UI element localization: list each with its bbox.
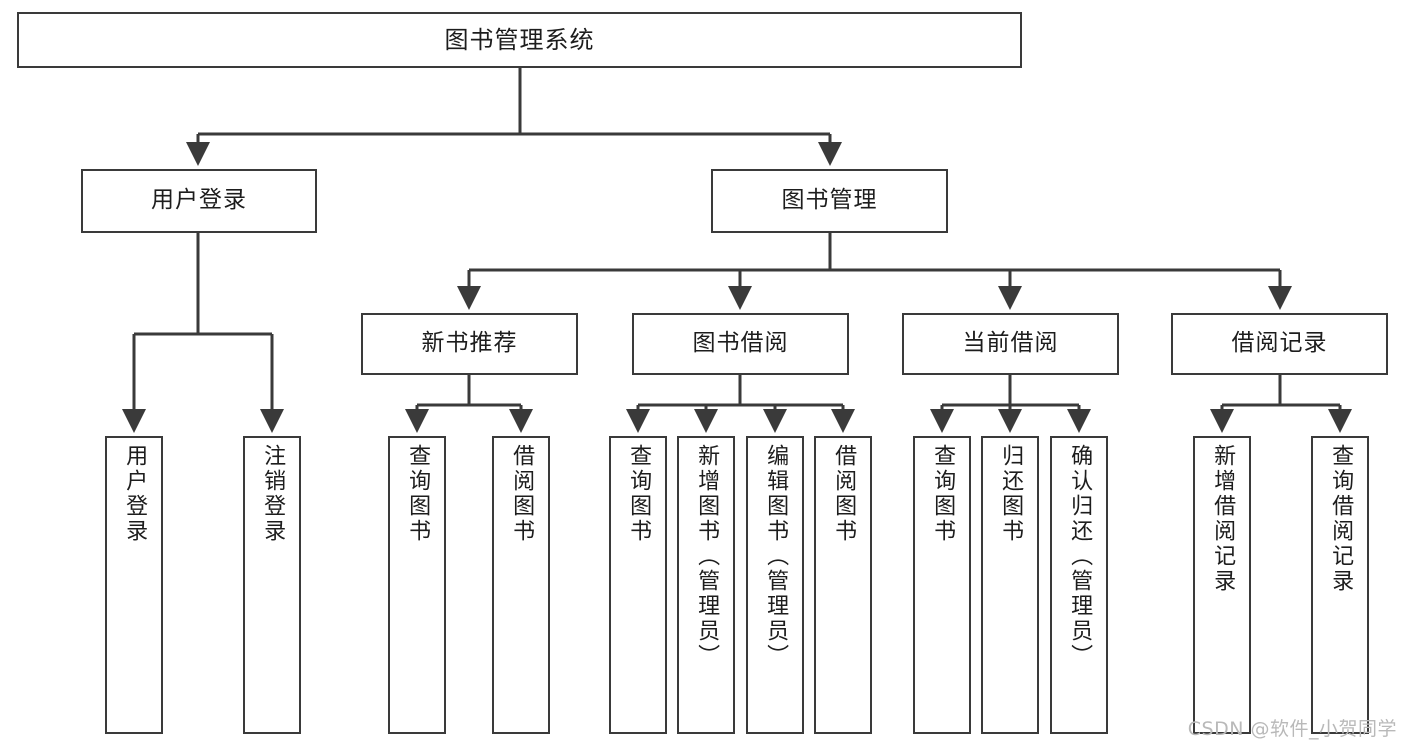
node-leaf-borrow-book-2-label: 借阅图书 bbox=[831, 444, 857, 544]
node-root-label: 图书管理系统 bbox=[444, 25, 595, 54]
node-leaf-user-login-label: 用户登录 bbox=[122, 444, 148, 544]
node-new-book-recommend-label: 新书推荐 bbox=[421, 330, 518, 357]
node-leaf-query-record-label: 查询借阅记录 bbox=[1328, 444, 1354, 594]
csdn-watermark: CSDN @软件_小贺同学 bbox=[1187, 718, 1397, 740]
node-new-book-recommend[interactable]: 新书推荐 bbox=[361, 313, 578, 375]
node-leaf-add-record[interactable]: 新增借阅记录 bbox=[1193, 436, 1251, 734]
node-book-borrow[interactable]: 图书借阅 bbox=[632, 313, 849, 375]
node-leaf-borrow-book-2[interactable]: 借阅图书 bbox=[814, 436, 872, 734]
node-leaf-query-book-1[interactable]: 查询图书 bbox=[388, 436, 446, 734]
node-borrow-record[interactable]: 借阅记录 bbox=[1171, 313, 1388, 375]
node-leaf-query-book-1-label: 查询图书 bbox=[405, 444, 431, 544]
node-leaf-borrow-book-1[interactable]: 借阅图书 bbox=[492, 436, 550, 734]
node-leaf-user-login[interactable]: 用户登录 bbox=[105, 436, 163, 734]
node-leaf-borrow-book-1-label: 借阅图书 bbox=[509, 444, 535, 544]
node-leaf-confirm-return-label: 确认归还（管理员） bbox=[1067, 444, 1093, 669]
node-leaf-return-book[interactable]: 归还图书 bbox=[981, 436, 1039, 734]
node-leaf-return-book-label: 归还图书 bbox=[998, 444, 1024, 544]
node-root[interactable]: 图书管理系统 bbox=[17, 12, 1022, 68]
node-current-borrow-label: 当前借阅 bbox=[962, 330, 1059, 357]
node-leaf-add-record-label: 新增借阅记录 bbox=[1210, 444, 1236, 594]
node-leaf-query-book-2-label: 查询图书 bbox=[626, 444, 652, 544]
node-leaf-query-record[interactable]: 查询借阅记录 bbox=[1311, 436, 1369, 734]
node-current-borrow[interactable]: 当前借阅 bbox=[902, 313, 1119, 375]
node-leaf-logout[interactable]: 注销登录 bbox=[243, 436, 301, 734]
node-leaf-logout-label: 注销登录 bbox=[260, 444, 286, 544]
node-leaf-edit-book[interactable]: 编辑图书（管理员） bbox=[746, 436, 804, 734]
node-leaf-add-book[interactable]: 新增图书（管理员） bbox=[677, 436, 735, 734]
node-book-manage-label: 图书管理 bbox=[781, 187, 878, 214]
node-book-manage[interactable]: 图书管理 bbox=[711, 169, 948, 233]
node-borrow-record-label: 借阅记录 bbox=[1231, 330, 1328, 357]
node-leaf-add-book-label: 新增图书（管理员） bbox=[694, 444, 720, 669]
node-leaf-query-book-2[interactable]: 查询图书 bbox=[609, 436, 667, 734]
node-leaf-confirm-return[interactable]: 确认归还（管理员） bbox=[1050, 436, 1108, 734]
node-leaf-query-book-3[interactable]: 查询图书 bbox=[913, 436, 971, 734]
node-leaf-edit-book-label: 编辑图书（管理员） bbox=[763, 444, 789, 669]
node-user-login-label: 用户登录 bbox=[151, 187, 247, 214]
node-user-login[interactable]: 用户登录 bbox=[81, 169, 317, 233]
node-book-borrow-label: 图书借阅 bbox=[692, 330, 789, 357]
node-leaf-query-book-3-label: 查询图书 bbox=[930, 444, 956, 544]
